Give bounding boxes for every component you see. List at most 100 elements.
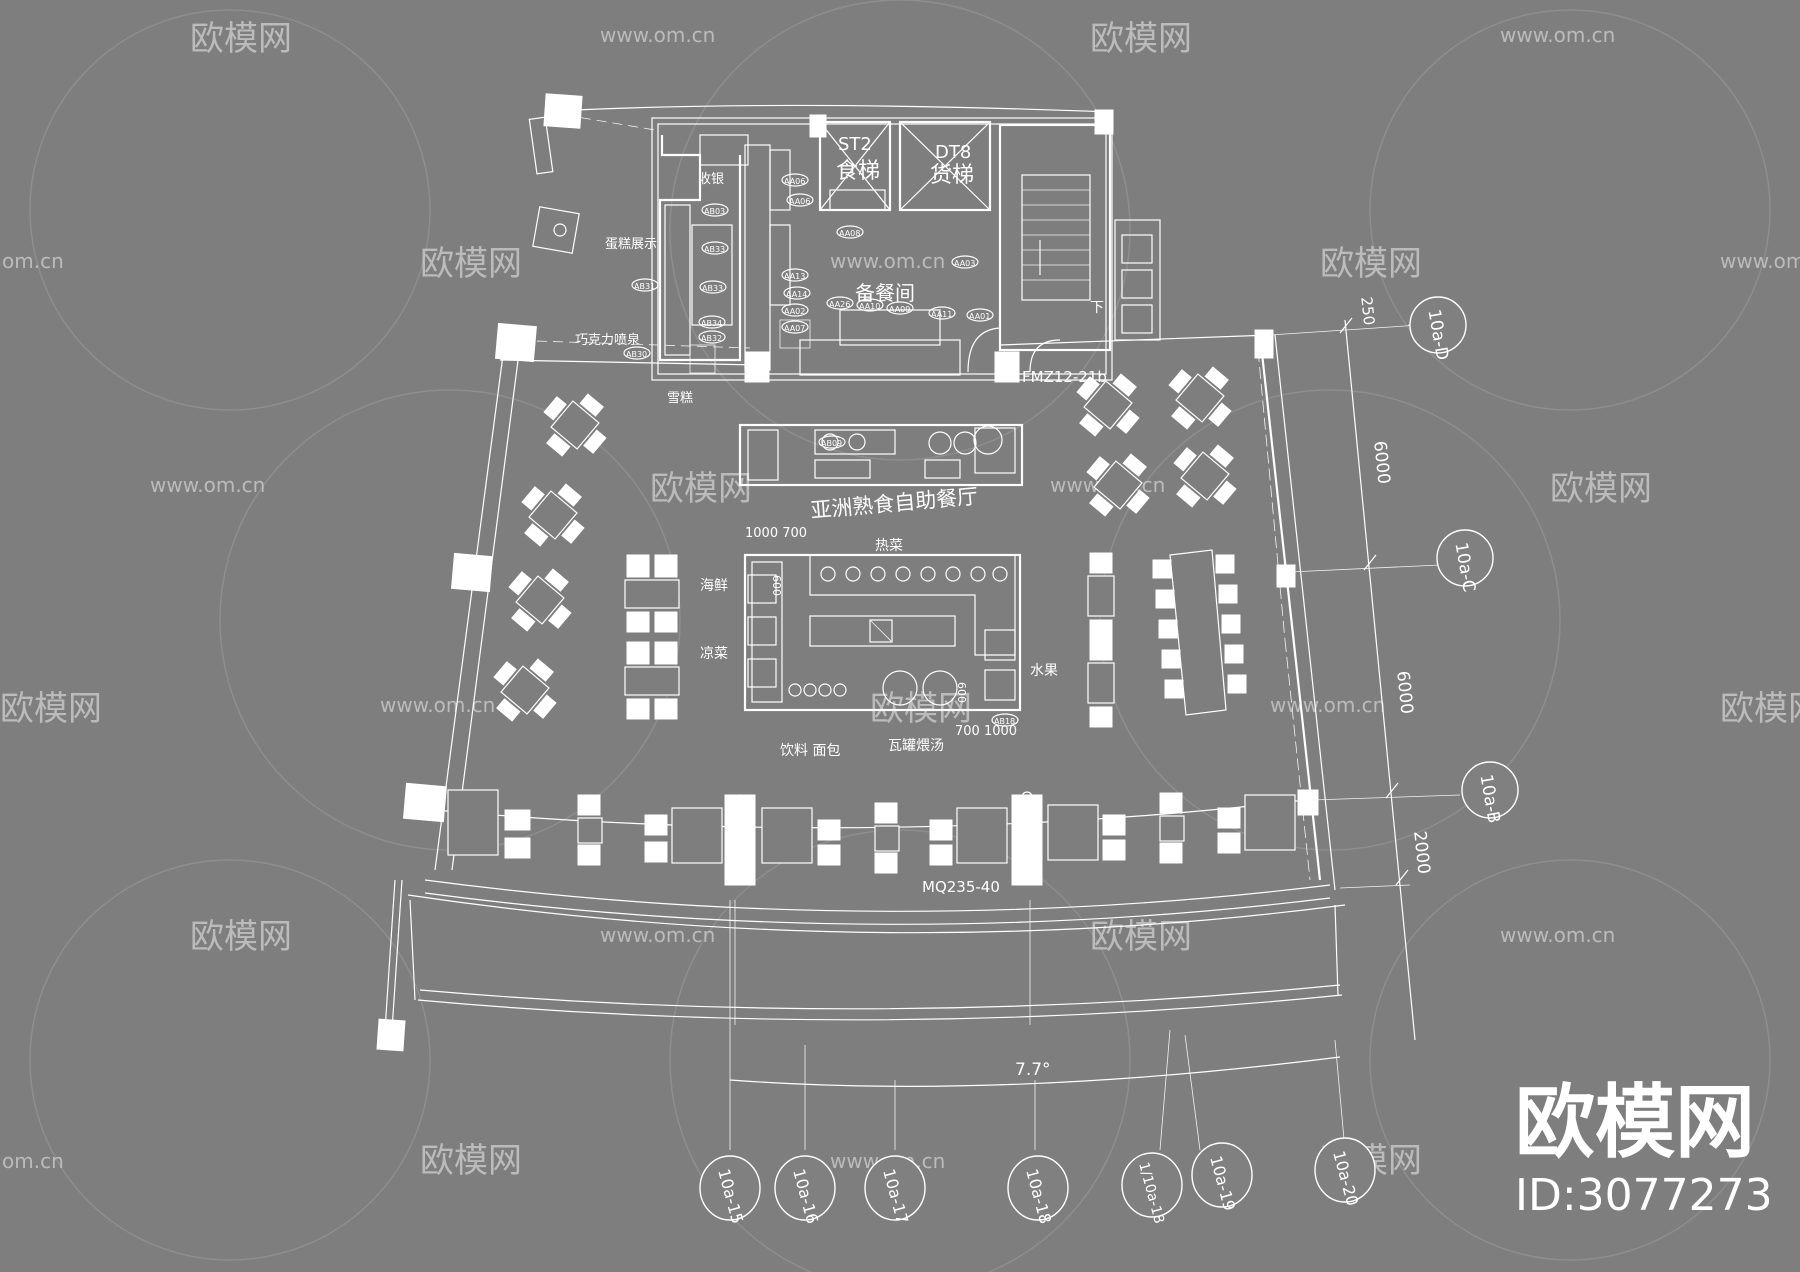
watermark-logo: 欧模网: [1090, 917, 1192, 957]
watermark-logo: 欧模网: [190, 917, 292, 957]
cargo-lift: [898, 120, 992, 212]
grid-bubble: [1409, 296, 1467, 354]
watermark-logo: 欧模网: [1090, 19, 1192, 59]
buffet-counter: AB18: [743, 553, 1022, 727]
cold-dishes-label: 凉菜: [700, 646, 728, 662]
watermark-logo: 欧模网: [1550, 469, 1652, 509]
dim-700-1000: 700 1000: [955, 724, 1017, 739]
window-booths: [434, 789, 1306, 874]
tag-aa14: AA14: [786, 290, 807, 299]
stair-treads: [1022, 189, 1090, 281]
watermark-logo: 欧模网: [1320, 244, 1422, 284]
food-lift-code: ST2: [838, 134, 872, 155]
watermark-url: www.om.cn: [1500, 923, 1615, 947]
tag-aa08: AA08: [839, 229, 860, 238]
watermark-logo: 欧模网: [420, 1141, 522, 1181]
tag-aa06: AA06: [789, 197, 810, 206]
dim-250: 250: [1357, 296, 1378, 326]
tag-aa03: AA03: [954, 259, 975, 268]
hot-dishes-label: 热菜: [875, 538, 903, 554]
dim-600-b: 600: [955, 682, 968, 703]
watermark-url: www.om.cn: [830, 249, 945, 273]
banquet-table: [1152, 549, 1247, 716]
dimension-lines-right: 250 6000 6000 2000: [1269, 296, 1461, 1041]
food-lift-label: 食梯: [836, 159, 880, 184]
drinks-bread-label: 饮料 面包: [780, 743, 840, 759]
ice-cream-label: 雪糕: [667, 391, 693, 406]
watermark-logo: 欧模网: [650, 469, 752, 509]
angle-label: 7.7°: [1015, 1060, 1051, 1080]
watermark-url: www.om.cn: [1720, 249, 1800, 273]
tag-ab09: AB09: [821, 439, 842, 448]
tag-aa10: AA10: [859, 302, 880, 311]
four-seat-tables: [493, 366, 1237, 722]
tag-ab33: AB33: [702, 284, 723, 293]
dining-hall-title: 亚洲熟食自助餐厅: [810, 484, 979, 523]
brand-corner: 欧模网 ID:3077273: [1515, 1076, 1773, 1221]
table-4seat: [1173, 444, 1237, 508]
watermark-logo: 欧模网: [1720, 689, 1800, 729]
dim-2000: 2000: [1409, 830, 1433, 875]
grid-bubble: [1436, 529, 1494, 587]
brand-logo: 欧模网: [1515, 1076, 1755, 1169]
watermark-logo: 欧模网: [0, 689, 102, 729]
tag-aa01: AA01: [969, 312, 990, 321]
table-4seat: [1086, 453, 1150, 517]
table-4seat: [521, 483, 585, 547]
columns: [376, 93, 1319, 1052]
dining-hall-shell: MQ235-40: [384, 114, 1346, 1031]
tag-ab31: AB31: [634, 282, 655, 291]
tag-aa13: AA13: [784, 272, 805, 281]
tag-ab32: AB32: [701, 334, 722, 343]
tag-ab33: AB33: [704, 245, 725, 254]
table-4seat: [508, 568, 572, 632]
tag-aa06: AA06: [784, 177, 805, 186]
chocolate-fountain-label: 巧克力喷泉: [575, 332, 640, 348]
table-4seat: [493, 658, 557, 722]
table-4seat: [543, 393, 607, 457]
watermark-url: om.cn: [2, 249, 64, 273]
fruit-label: 水果: [1030, 663, 1058, 679]
watermark-url: om.cn: [2, 1149, 64, 1173]
cashier-label: 收银: [698, 172, 724, 187]
tag-ab30: AB30: [626, 350, 647, 359]
clay-pot-soup-label: 瓦罐煨汤: [888, 738, 944, 754]
hot-dish-wells: [820, 566, 1008, 582]
tag-aa26: AA26: [829, 300, 850, 309]
back-of-house: FMZ12-21b AA06 AA06 AA08 AA13 AA14 AA02 …: [574, 104, 1161, 406]
equipment-tags: AA06 AA06 AA08 AA13 AA14 AA02 AA07 AA26 …: [623, 173, 994, 360]
brand-id: ID:3077273: [1515, 1170, 1773, 1221]
dim-6000-a: 6000: [1369, 440, 1393, 485]
watermark-url: www.om.cn: [380, 693, 495, 717]
watermark-url: www.om.cn: [600, 923, 715, 947]
tag-ab34: AB34: [701, 319, 722, 328]
watermark-url: www.om.cn: [1270, 693, 1385, 717]
tag-aa11: AA11: [931, 310, 952, 319]
cargo-lift-label: 货梯: [930, 163, 974, 188]
grid-bubble: [1461, 761, 1519, 819]
two-seat-tables: [624, 552, 1115, 728]
watermark-logo: 欧模网: [190, 19, 292, 59]
curtain-wall-label: MQ235-40: [922, 878, 1000, 896]
cake-display-label: 蛋糕展示: [605, 237, 657, 252]
watermark-url: www.om.cn: [150, 473, 265, 497]
table-4seat: [1168, 366, 1232, 430]
seafood-label: 海鲜: [700, 578, 728, 594]
grid-axis-bottom: 7.7° 10a-15 10a-16 10a-17 10a-18 1/10a-1…: [699, 900, 1376, 1226]
table-4seat: [1076, 373, 1140, 437]
cargo-lift-code: DT8: [935, 142, 971, 163]
watermark-logo: 欧模网: [420, 244, 522, 284]
watermark-url: www.om.cn: [1500, 23, 1615, 47]
dim-6000-b: 6000: [1392, 670, 1416, 715]
tag-aa02: AA02: [784, 307, 805, 316]
tag-aa09: AA09: [889, 305, 910, 314]
tag-ab18: AB18: [994, 717, 1015, 726]
food-lift: [818, 120, 892, 212]
tag-aa07: AA07: [784, 324, 805, 333]
dim-1000-700: 1000 700: [745, 526, 807, 541]
watermark-url: www.om.cn: [600, 23, 715, 47]
dim-600-a: 600: [770, 575, 783, 596]
cooking-island: AB09: [738, 423, 1024, 487]
tag-ab03: AB03: [704, 207, 725, 216]
